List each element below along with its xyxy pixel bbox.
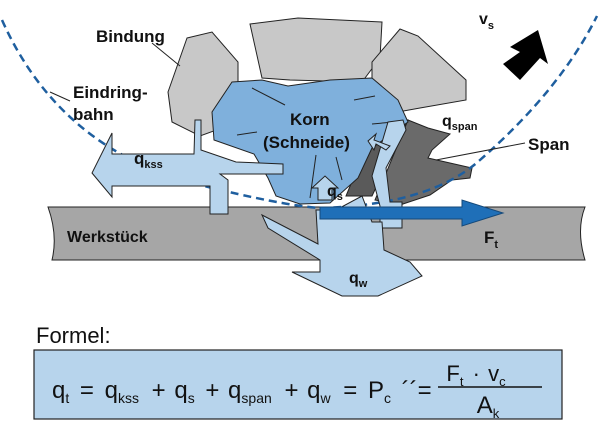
grain [211,77,409,205]
eindring-leader [49,91,71,102]
bond-grain-right [371,28,467,113]
label-werkstueck: Werkstück [67,229,148,246]
label-qkss: qkss [134,149,163,171]
label-vs: vs [479,11,494,32]
grinding-speed-arrow [503,30,548,80]
formula-denominator: Ak [477,392,500,421]
grain-texture [236,87,395,199]
label-span: Span [528,135,570,154]
small-heat-arrow [367,132,391,152]
label-qs: qs [327,183,343,203]
workpiece [47,206,586,261]
qkss-heat-arrow [91,119,284,215]
formula-box [33,349,563,420]
bindung-leader [151,42,181,67]
formula-title: Formel: [36,323,111,348]
label-ft: Ft [484,228,498,251]
label-qw: qw [349,270,368,290]
label-bindung: Bindung [96,27,165,46]
label-qspan: qspan [442,113,478,133]
qs-heat-arrow [310,175,340,201]
span-leader [435,142,526,161]
tangential-force-arrow [319,199,505,227]
formula-equation: qt = qkss + qs + qspan + qw = Pc ´´= [52,377,432,409]
label-schneide: (Schneide) [263,133,350,152]
bond-grain-top [249,17,383,83]
label-korn: Korn [290,110,330,129]
label-eindring-2: bahn [73,105,114,124]
label-eindring-1: Eindring- [73,83,148,102]
qspan-heat-arrow [371,119,407,229]
formula-numerator: Ft · vc [446,361,506,391]
